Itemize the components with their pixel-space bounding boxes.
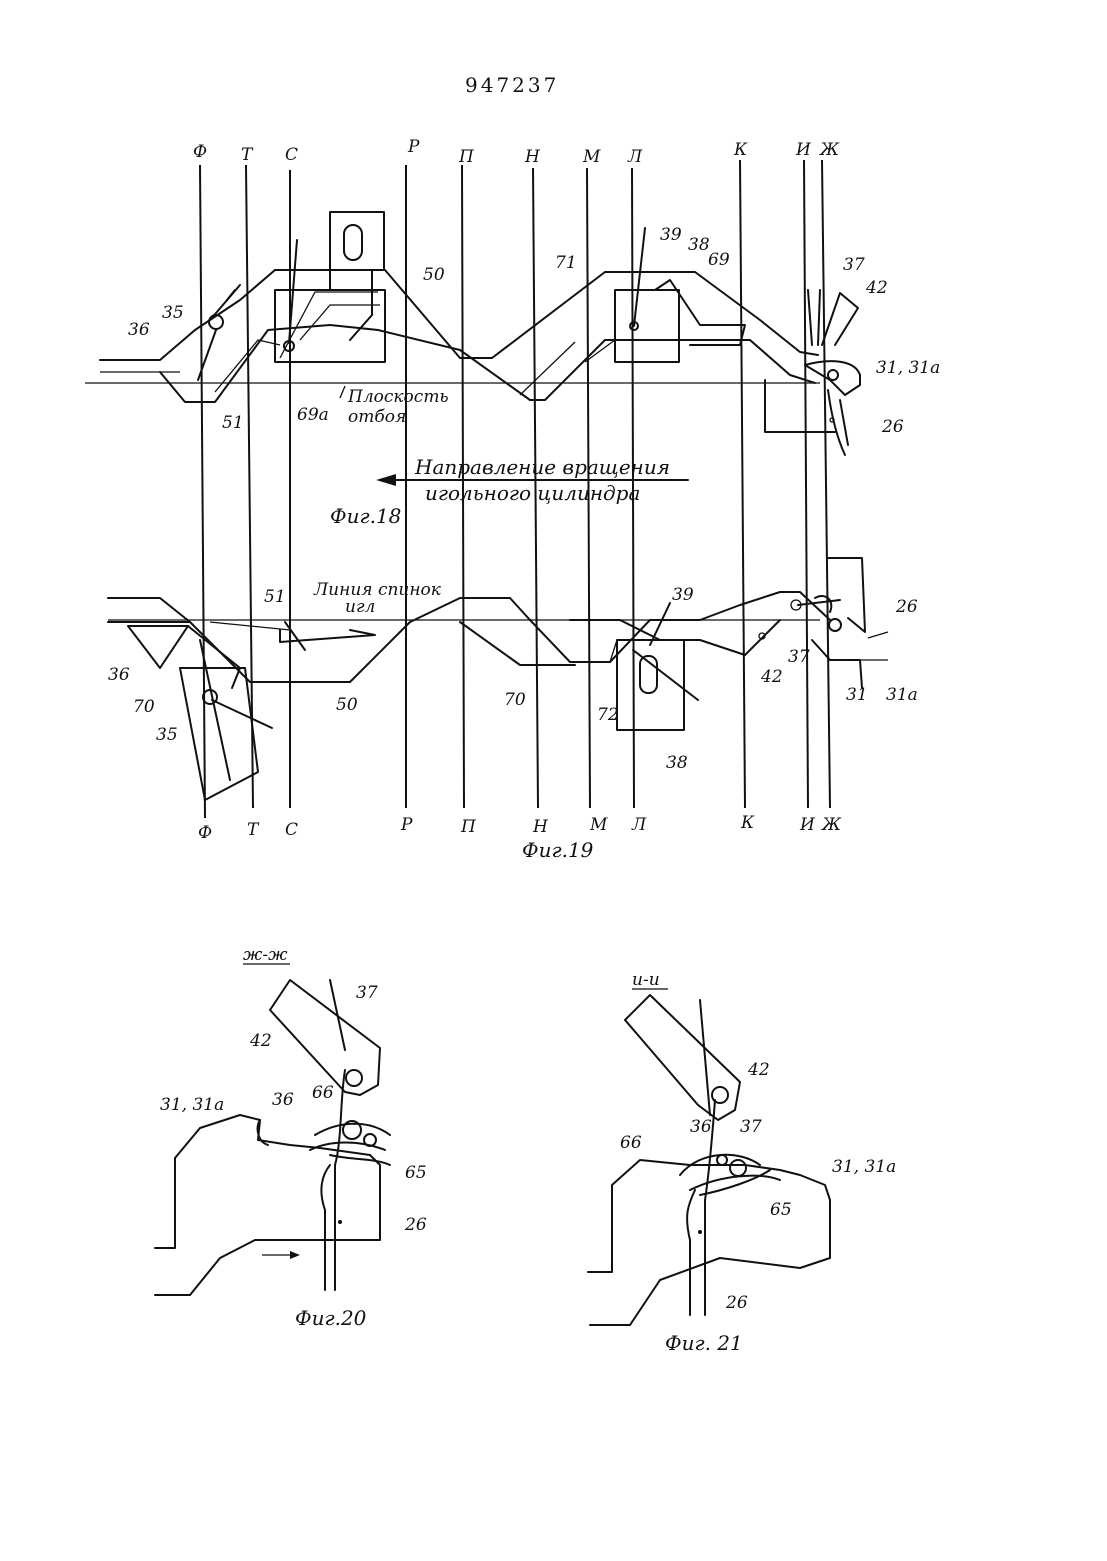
fig19-label-70a: 70: [133, 697, 155, 717]
fig18-label-51: 51: [222, 413, 244, 433]
line-label-s-bottom: С: [285, 820, 298, 840]
rotation-label-1: Направление вращения: [414, 455, 670, 479]
fig21-label-31: 31, 31а: [832, 1157, 896, 1177]
fig21-label-26: 26: [725, 1293, 748, 1313]
fig20-label-37: 37: [356, 983, 378, 1003]
line-label-m-top: М: [582, 147, 601, 167]
fig19-backs-label-1: Линия спинок: [313, 580, 442, 600]
fig19-label-35: 35: [156, 725, 178, 745]
fig20-label-36: 36: [272, 1090, 294, 1110]
fig20-caption: Фиг.20: [295, 1306, 367, 1330]
fig21-label-37: 37: [740, 1117, 762, 1137]
fig20-label-26: 26: [404, 1215, 427, 1235]
fig20-label-31: 31, 31а: [160, 1095, 224, 1115]
line-label-m-bottom: М: [589, 815, 608, 835]
line-label-k-bottom: К: [740, 813, 755, 833]
fig21-label-36: 36: [690, 1117, 712, 1137]
fig19-label-42: 42: [760, 667, 783, 687]
fig19-backs-label-2: игл: [345, 597, 375, 617]
line-label-t-bottom: Т: [247, 820, 260, 840]
line-label-s-top: С: [285, 145, 298, 165]
fig18-plane-label-2: отбоя: [348, 407, 406, 427]
fig20-section-label: ж-ж: [243, 945, 288, 965]
fig18-label-42: 42: [865, 278, 888, 298]
fig18-label-39: 39: [660, 225, 682, 245]
patent-number: 947237: [465, 73, 559, 97]
line-label-l-bottom: Л: [631, 815, 647, 835]
line-label-n-bottom: Н: [532, 817, 549, 837]
line-label-zh-top: Ж: [819, 140, 840, 160]
fig19-label-38: 38: [666, 753, 688, 773]
fig19-label-31: 31: [846, 685, 868, 705]
line-label-n-top: Н: [524, 147, 541, 167]
fig18-label-50: 50: [423, 265, 445, 285]
fig19-label-50: 50: [336, 695, 358, 715]
fig19-label-31a: 31а: [886, 685, 918, 705]
fig20-label-65: 65: [405, 1163, 427, 1183]
fig18-label-35: 35: [162, 303, 184, 323]
rotation-label-2: игольного цилиндра: [425, 481, 640, 505]
fig19-label-26: 26: [895, 597, 918, 617]
fig21-label-65: 65: [770, 1200, 792, 1220]
fig19-label-37: 37: [788, 647, 810, 667]
fig18-label-69: 69: [708, 250, 730, 270]
fig19-label-70b: 70: [504, 690, 526, 710]
fig19-label-51: 51: [264, 587, 286, 607]
fig18-label-37: 37: [843, 255, 865, 275]
fig21-section-label: и-и: [632, 970, 660, 990]
fig18-label-38: 38: [688, 235, 710, 255]
fig20-label-42: 42: [249, 1031, 272, 1051]
line-label-k-top: К: [733, 140, 748, 160]
line-label-p-top: П: [458, 147, 475, 167]
fig20-label-66: 66: [312, 1083, 334, 1103]
line-label-l-top: Л: [627, 147, 643, 167]
line-label-f-top: Ф: [193, 142, 207, 162]
fig20-section: [155, 980, 390, 1295]
fig18-label-69a: 69а: [297, 405, 329, 425]
line-label-i-bottom: И: [799, 815, 816, 835]
fig19-label-72: 72: [597, 705, 619, 725]
line-label-zh-bottom: Ж: [821, 815, 842, 835]
fig21-caption: Фиг. 21: [665, 1331, 743, 1355]
fig21-section: [588, 995, 830, 1325]
fig18-label-31: 31, 31а: [876, 358, 940, 378]
fig18-label-36: 36: [128, 320, 150, 340]
fig19-caption: Фиг.19: [522, 838, 594, 862]
line-label-f-bottom: Ф: [198, 823, 212, 843]
fig18-caption: Фиг.18: [330, 504, 401, 528]
line-label-r-bottom: Р: [400, 815, 413, 835]
fig18-label-71: 71: [555, 253, 577, 273]
fig18-plane-label-1: Плоскость: [347, 387, 449, 407]
fig18-label-26: 26: [881, 417, 904, 437]
line-label-i-top: И: [795, 140, 812, 160]
fig19-label-36: 36: [108, 665, 130, 685]
line-label-t-top: Т: [241, 145, 254, 165]
fig21-label-66: 66: [620, 1133, 642, 1153]
fig19-label-39: 39: [672, 585, 694, 605]
line-label-p-bottom: П: [460, 817, 477, 837]
fig21-label-42: 42: [747, 1060, 770, 1080]
line-label-r-top: Р: [407, 137, 420, 157]
